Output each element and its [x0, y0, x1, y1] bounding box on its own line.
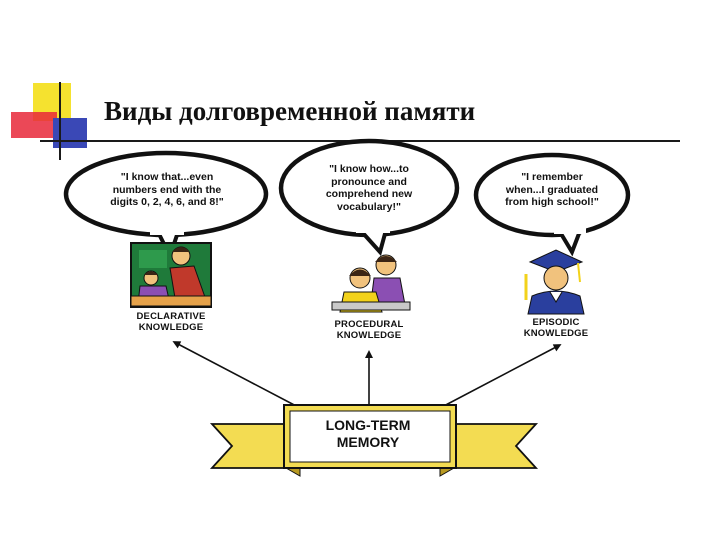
accent-square-red	[11, 112, 57, 138]
banner-scroll	[209, 404, 539, 477]
long-term-memory-label: LONG-TERM MEMORY	[293, 417, 443, 451]
arrows	[172, 341, 562, 409]
bubble-procedural	[278, 138, 460, 257]
arrow-to-episodic	[439, 344, 562, 409]
bubble-text-declarative: "I know that...even numbers end with the…	[110, 171, 224, 208]
bubble-text-procedural: "I know how...to pronounce and comprehen…	[325, 163, 413, 213]
label-episodic-knowledge: EPISODIC KNOWLEDGE	[508, 317, 604, 339]
bubble-text-episodic: "I remember when...I graduated from high…	[505, 171, 599, 208]
graduate-illustration	[524, 249, 585, 315]
label-declarative-line2: KNOWLEDGE	[138, 322, 204, 333]
label-declarative-knowledge: DECLARATIVE KNOWLEDGE	[118, 311, 224, 333]
divider-vertical	[59, 82, 61, 160]
bubble-declarative	[63, 150, 269, 262]
classroom-illustration	[130, 242, 212, 308]
label-episodic-line2: KNOWLEDGE	[523, 328, 589, 339]
accent-square-blue	[53, 118, 87, 148]
slide-title: Виды долговременной памяти	[104, 96, 476, 126]
label-declarative-line1: DECLARATIVE	[136, 311, 206, 322]
bubble-episodic	[473, 152, 631, 257]
ltm-line1: LONG-TERM	[325, 417, 411, 433]
arrow-to-declarative	[172, 341, 301, 409]
ltm-line2: MEMORY	[336, 434, 400, 450]
students-illustration	[331, 254, 411, 313]
label-episodic-line1: EPISODIC	[532, 317, 580, 328]
label-procedural-knowledge: PROCEDURAL KNOWLEDGE	[318, 319, 420, 341]
label-procedural-line2: KNOWLEDGE	[336, 330, 402, 341]
label-procedural-line1: PROCEDURAL	[334, 319, 404, 330]
